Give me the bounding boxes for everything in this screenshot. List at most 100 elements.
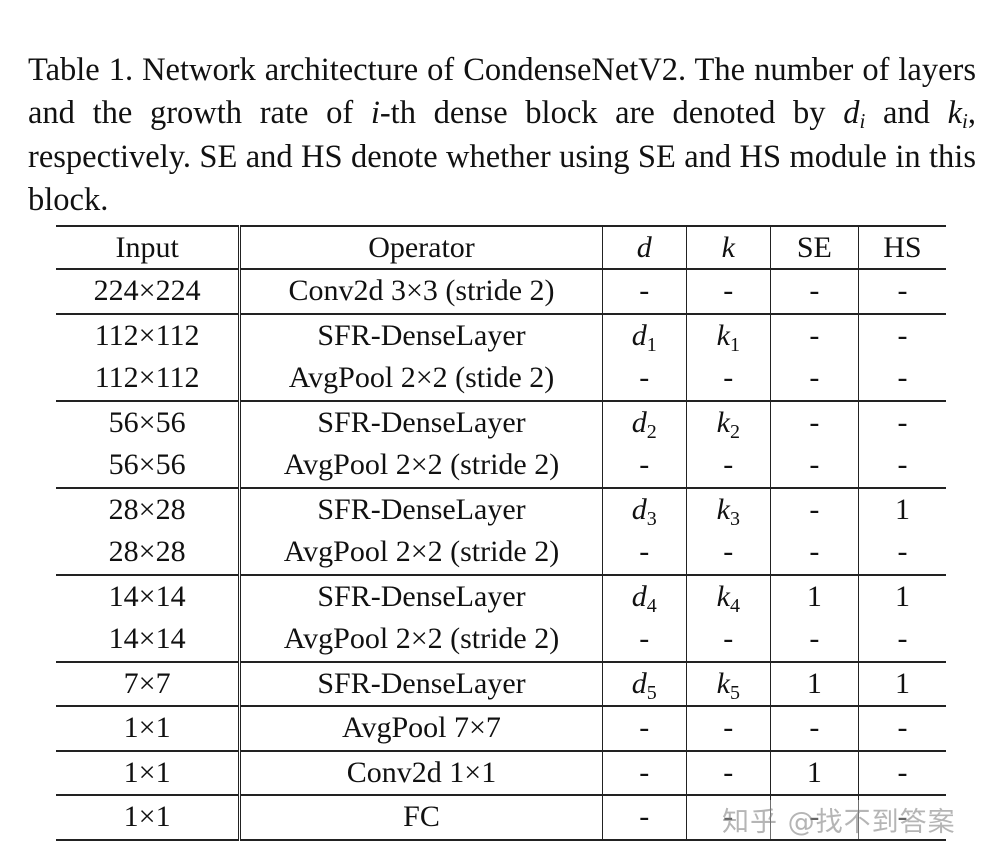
cell-k: k1 — [685, 312, 771, 357]
cell-se: - — [769, 531, 859, 575]
cell-hs: - — [857, 531, 946, 575]
cell-operator: AvgPool 2×2 (stride 2) — [239, 444, 603, 488]
cell-input: 1×1 — [56, 749, 242, 795]
cell-operator: Conv2d 1×1 — [239, 749, 603, 795]
cell-input: 14×14 — [56, 618, 242, 662]
cell-d: - — [601, 531, 687, 575]
cell-operator: FC — [239, 794, 603, 841]
cell-k: - — [685, 794, 771, 841]
cell-k: k5 — [685, 660, 771, 706]
cell-d: d2 — [601, 399, 687, 444]
cell-input: 1×1 — [56, 705, 242, 751]
caption-text-3: and — [865, 95, 948, 131]
cell-operator: SFR-DenseLayer — [239, 312, 603, 357]
cell-input: 14×14 — [56, 573, 242, 618]
cell-d: - — [601, 794, 687, 841]
cell-d: d5 — [601, 660, 687, 706]
header-d: d — [601, 225, 687, 270]
cell-d: - — [601, 749, 687, 795]
cell-hs: - — [857, 749, 946, 795]
header-operator: Operator — [239, 225, 603, 270]
cell-se: - — [769, 705, 859, 751]
cell-operator: AvgPool 7×7 — [239, 705, 603, 751]
cell-se: - — [769, 399, 859, 444]
cell-operator: SFR-DenseLayer — [239, 660, 603, 706]
cell-hs: - — [857, 357, 946, 401]
cell-k: - — [685, 444, 771, 488]
cell-operator: SFR-DenseLayer — [239, 399, 603, 444]
table-caption: Table 1. Network architecture of Condens… — [28, 49, 976, 223]
cell-operator: SFR-DenseLayer — [239, 573, 603, 618]
cell-input: 56×56 — [56, 444, 242, 488]
cell-d: - — [601, 444, 687, 488]
cell-d: d3 — [601, 486, 687, 531]
cell-operator: AvgPool 2×2 (stride 2) — [239, 618, 603, 662]
cell-se: - — [769, 268, 859, 314]
caption-math-d: di — [843, 95, 866, 133]
cell-se: - — [769, 794, 859, 841]
cell-hs: - — [857, 312, 946, 357]
cell-operator: SFR-DenseLayer — [239, 486, 603, 531]
cell-hs: - — [857, 444, 946, 488]
cell-k: - — [685, 749, 771, 795]
cell-input: 28×28 — [56, 531, 242, 575]
cell-d: - — [601, 618, 687, 662]
cell-k: - — [685, 268, 771, 314]
header-input: Input — [56, 225, 242, 270]
cell-se: - — [769, 486, 859, 531]
cell-se: 1 — [769, 573, 859, 618]
cell-hs: - — [857, 705, 946, 751]
header-se: SE — [769, 225, 859, 270]
caption-text-2: -th dense block are denoted by — [379, 95, 844, 131]
cell-operator: AvgPool 2×2 (stride 2) — [239, 531, 603, 575]
cell-se: - — [769, 618, 859, 662]
cell-input: 28×28 — [56, 486, 242, 531]
cell-k: k2 — [685, 399, 771, 444]
cell-operator: AvgPool 2×2 (stide 2) — [239, 357, 603, 401]
cell-input: 224×224 — [56, 268, 242, 314]
caption-math-i: i — [370, 95, 380, 131]
cell-se: - — [769, 312, 859, 357]
cell-hs: - — [857, 399, 946, 444]
table-header-row: Input Operator d k SE HS — [56, 225, 946, 270]
cell-d: d4 — [601, 573, 687, 618]
cell-se: - — [769, 357, 859, 401]
header-k: k — [685, 225, 771, 270]
cell-hs: 1 — [857, 573, 946, 618]
cell-k: - — [685, 705, 771, 751]
cell-d: - — [601, 705, 687, 751]
cell-input: 1×1 — [56, 794, 242, 841]
cell-k: k4 — [685, 573, 771, 618]
cell-hs: - — [857, 618, 946, 662]
cell-k: - — [685, 618, 771, 662]
cell-d: - — [601, 357, 687, 401]
cell-input: 112×112 — [56, 357, 242, 401]
cell-se: 1 — [769, 660, 859, 706]
cell-hs: 1 — [857, 660, 946, 706]
watermark: 知乎 @找不到答案 — [722, 800, 956, 839]
cell-operator: Conv2d 3×3 (stride 2) — [239, 268, 603, 314]
header-hs: HS — [857, 225, 946, 270]
cell-k: - — [685, 357, 771, 401]
caption-text-4: , respectively. SE and HS denote whether… — [28, 95, 976, 218]
cell-se: - — [769, 444, 859, 488]
caption-text-1: Table 1. Network architecture of Condens… — [28, 51, 976, 132]
